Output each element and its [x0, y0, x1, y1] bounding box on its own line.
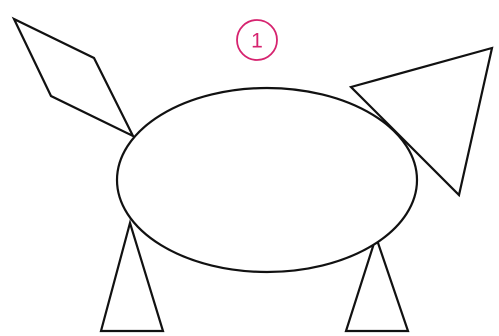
number-badge-label: 1: [251, 30, 263, 53]
left-rhombus-shape: [14, 19, 133, 136]
center-ellipse-shape: [117, 88, 417, 272]
number-badge: 1: [237, 20, 277, 60]
